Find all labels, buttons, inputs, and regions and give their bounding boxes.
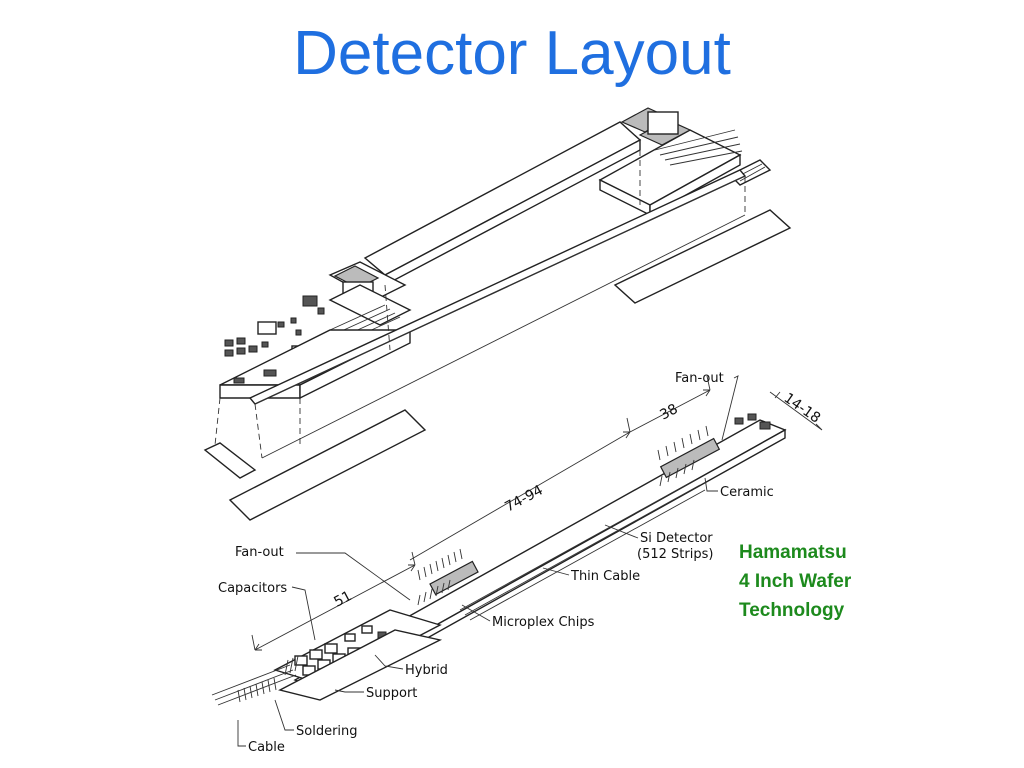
- support-rail: [248, 169, 747, 405]
- side-note-line-1: Hamamatsu: [739, 542, 847, 563]
- dim-line-14-18: [769, 391, 823, 431]
- exploded-view: [203, 107, 792, 521]
- dim-line-51: [254, 564, 416, 651]
- dimension-14-18: 14-18: [781, 390, 824, 426]
- label-512-strips: (512 Strips): [637, 547, 713, 562]
- label-fan-out-left: Fan-out: [235, 545, 284, 560]
- mid-block-base: [328, 284, 412, 326]
- label-thin-cable: Thin Cable: [570, 569, 640, 584]
- mid-fanout-lines: [329, 304, 401, 343]
- top-fanout-lines: [654, 129, 743, 166]
- bottom-cable: [211, 655, 299, 706]
- label-microplex-chips: Microplex Chips: [492, 615, 595, 630]
- assembled-view: [211, 375, 823, 706]
- dimension-38: 38: [657, 401, 680, 423]
- support-plate: [278, 629, 443, 701]
- thin-cable-lines: [459, 479, 706, 621]
- side-note: Hamamatsu 4 Inch Wafer Technology: [739, 538, 851, 625]
- label-hybrid: Hybrid: [405, 663, 448, 678]
- label-fan-out-top: Fan-out: [675, 371, 724, 386]
- label-cable: Cable: [248, 740, 285, 755]
- slide-title: Detector Layout: [293, 19, 731, 88]
- label-soldering: Soldering: [296, 724, 358, 739]
- dimension-74-94: 74-94: [502, 482, 546, 515]
- label-capacitors: Capacitors: [218, 581, 287, 596]
- top-right-cap: [647, 111, 679, 135]
- si-strip-hatched: [363, 121, 642, 276]
- top-cable-stub: [203, 442, 257, 479]
- support-rail-lower: [261, 214, 746, 459]
- side-note-line-2: 4 Inch Wafer: [739, 571, 852, 592]
- upper-plate: [613, 209, 792, 304]
- label-ceramic: Ceramic: [720, 485, 774, 500]
- alignment-lines: [214, 150, 746, 459]
- label-si-detector: Si Detector: [640, 531, 713, 546]
- label-support: Support: [366, 686, 417, 701]
- si-strip-side: [384, 138, 641, 287]
- lower-plate: [228, 409, 427, 521]
- microplex-chips: [417, 548, 479, 606]
- dim-line-38: [629, 389, 711, 433]
- dim-line-74-94: [409, 431, 631, 561]
- side-note-line-3: Technology: [739, 600, 845, 621]
- dimension-51: 51: [331, 588, 354, 610]
- right-chips: [657, 425, 721, 487]
